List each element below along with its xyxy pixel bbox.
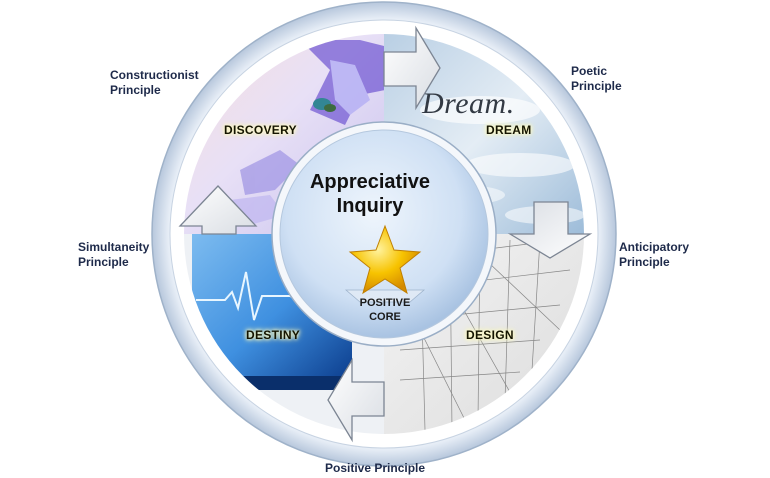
star-icon	[348, 224, 422, 295]
dream-script-text: Dream.	[422, 87, 515, 120]
positive-core-label: POSITIVE CORE	[359, 297, 411, 323]
poetic-principle-label: Poetic Principle	[571, 64, 622, 93]
phase-design-label: DESIGN	[466, 328, 514, 342]
phase-destiny-label: DESTINY	[246, 328, 301, 342]
constructionist-principle-label: Constructionist Principle	[110, 68, 199, 97]
simultaneity-principle-label: Simultaneity Principle	[78, 240, 150, 269]
cycle-arrows	[178, 25, 593, 443]
core-pedestal	[344, 289, 426, 303]
phase-discovery-label: DISCOVERY	[224, 123, 297, 137]
phase-dream-label: DREAM	[486, 123, 532, 137]
anticipatory-principle-label: Anticipatory Principle	[619, 240, 690, 269]
positive-principle-label: Positive Principle	[325, 461, 426, 475]
center-title: Appreciative Inquiry	[309, 171, 431, 217]
